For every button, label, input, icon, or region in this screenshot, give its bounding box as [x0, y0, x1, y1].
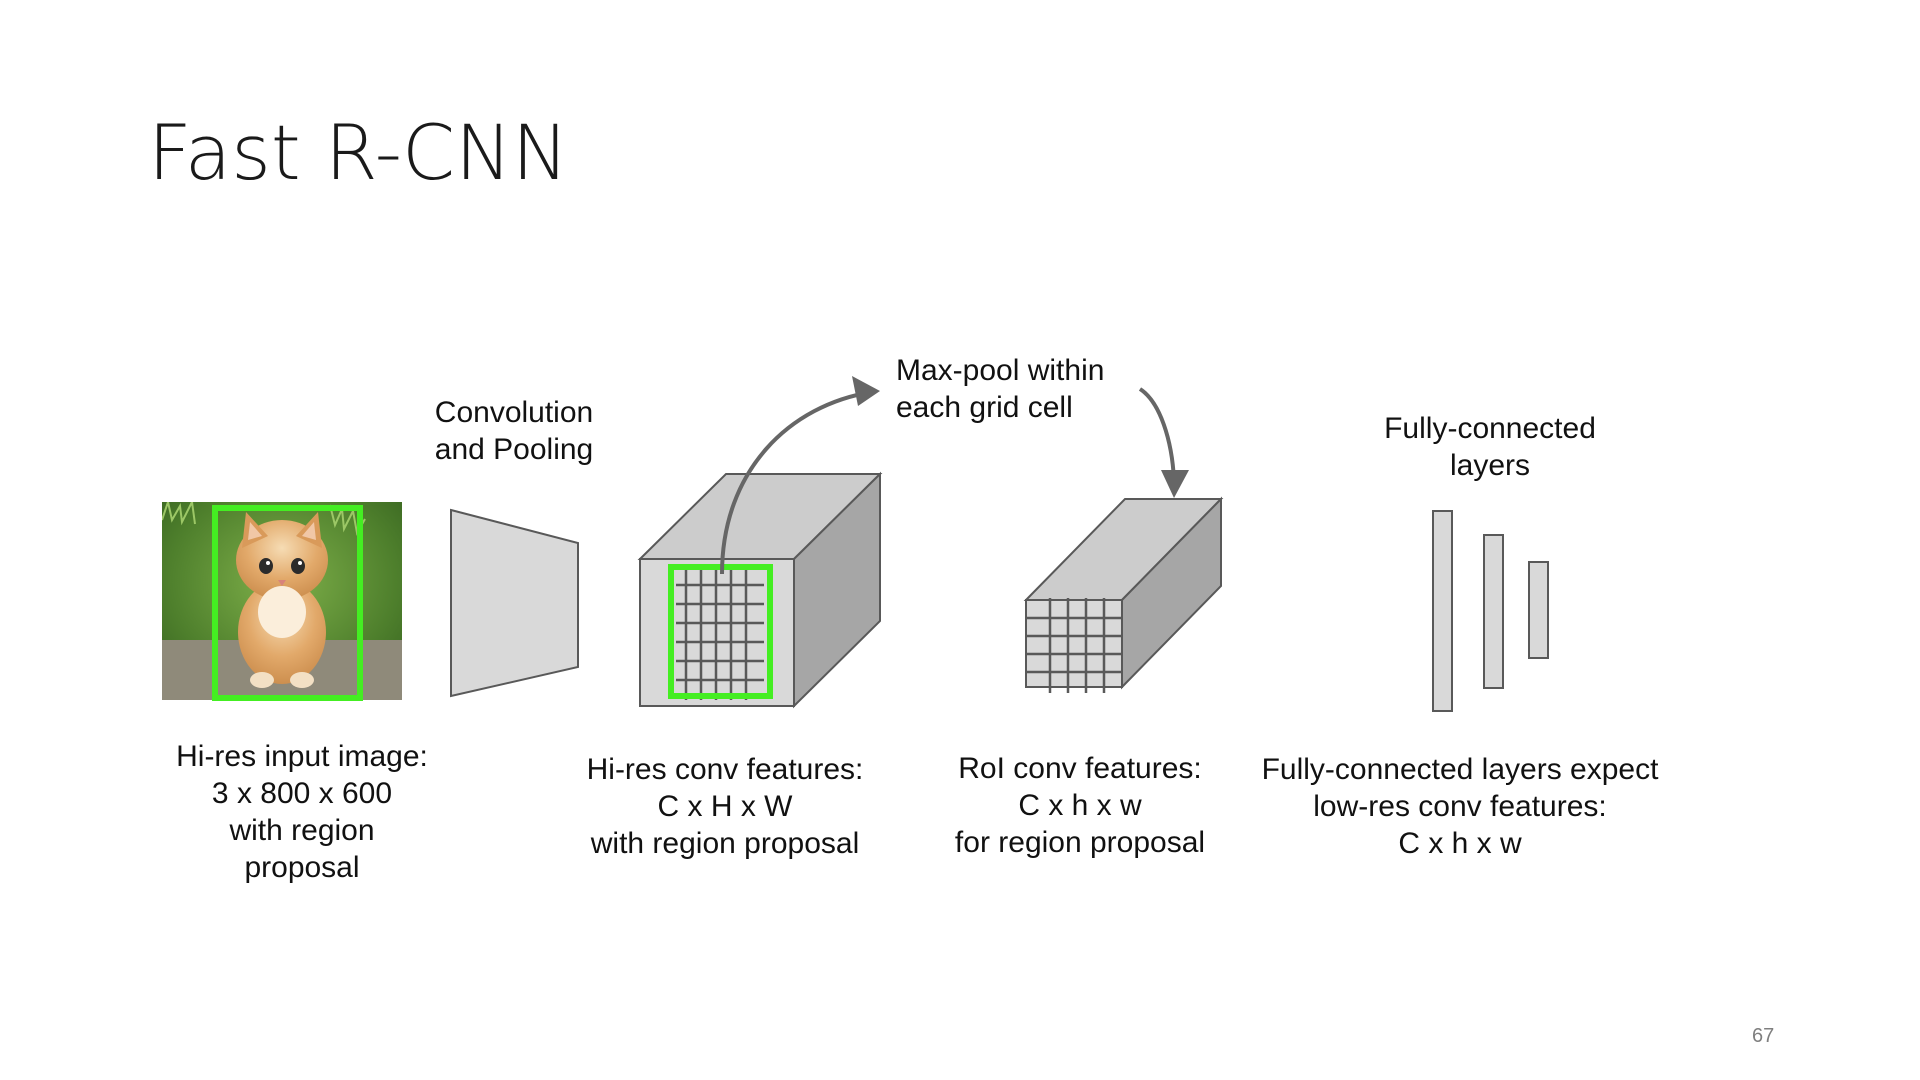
roi-feature-block [1023, 496, 1224, 693]
fc-caption: Fully-connected layers expect low-res co… [1261, 753, 1659, 860]
hires-caption: Hi-res conv features: C x H x W with reg… [586, 753, 864, 860]
roi-block-front [1025, 599, 1123, 688]
roi-grid [1026, 598, 1122, 693]
fc-layers [1432, 510, 1549, 712]
maxpool-arrow-out [720, 390, 873, 575]
fc-layer-2 [1483, 534, 1504, 689]
fc-layer-3 [1528, 561, 1549, 659]
maxpool-arrow-in [1138, 387, 1176, 481]
input-image [162, 502, 402, 700]
conv-pool-label: Convolution and Pooling [434, 396, 594, 466]
maxpool-label: Max-pool within each grid cell [896, 354, 1105, 424]
maxpool-arrow-out-head [852, 376, 880, 406]
hires-feature-block [637, 471, 883, 709]
slide-title: Fast R-CNN [148, 108, 569, 197]
conv-pool-block [450, 508, 579, 698]
fc-layer-1 [1432, 510, 1453, 712]
page-number: 67 [1752, 1025, 1775, 1047]
kitten-icon [236, 512, 328, 688]
input-caption: Hi-res input image: 3 x 800 x 600 with r… [176, 740, 428, 884]
region-proposal-box [212, 505, 363, 701]
hires-grid [676, 567, 764, 700]
fc-title-label: Fully-connected layers [1384, 412, 1596, 482]
roi-caption: RoI conv features: C x h x w for region … [954, 752, 1206, 859]
maxpool-arrow-in-head [1161, 470, 1189, 498]
